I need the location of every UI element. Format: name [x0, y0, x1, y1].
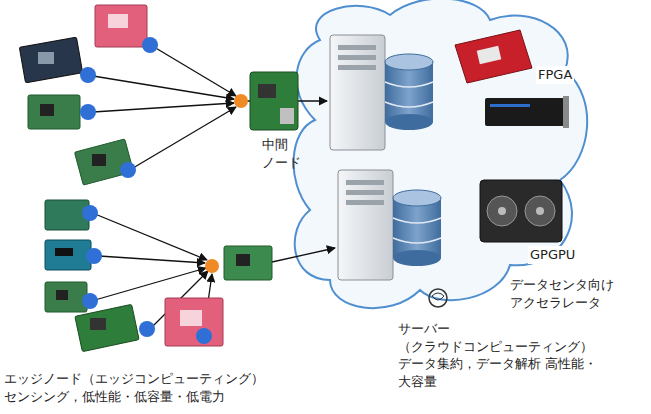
- cloud-icon: [429, 289, 447, 307]
- gpgpu-card: [480, 180, 562, 242]
- arduino-board: [45, 240, 91, 270]
- server: [330, 35, 385, 150]
- edge-node-dot: [80, 37, 212, 344]
- middle-node-dot: [205, 259, 219, 273]
- middle-node-dot: [234, 94, 248, 108]
- board: [224, 246, 272, 280]
- board: [45, 282, 87, 312]
- database: [393, 190, 441, 266]
- accelerator-label: FPGA: [536, 66, 574, 84]
- server: [338, 170, 393, 280]
- database: [385, 54, 433, 130]
- middle-node-label: 中間 ノード: [262, 136, 306, 171]
- fpga-card: [455, 30, 532, 83]
- board: [19, 37, 82, 83]
- edge-caption: エッジノード（エッジコンピューティング） センシング，低性能・低容量・低電力: [4, 370, 284, 405]
- raspberry-pi-board: [250, 72, 298, 130]
- board: [95, 5, 147, 47]
- board: [165, 298, 223, 346]
- arrow: [93, 47, 335, 330]
- board: [28, 95, 80, 129]
- server-caption: サーバー （クラウドコンピューティング） データ集約，データ解析 高性能・大容量: [398, 320, 603, 390]
- cloud-outline: [294, 0, 588, 308]
- accelerator-caption: データセンタ向け アクセラレータ: [508, 276, 624, 311]
- board: [74, 139, 133, 185]
- raspberry-pi-board: [75, 304, 139, 351]
- accelerator-card: [485, 96, 569, 128]
- accelerator-label: GPGPU: [528, 246, 577, 264]
